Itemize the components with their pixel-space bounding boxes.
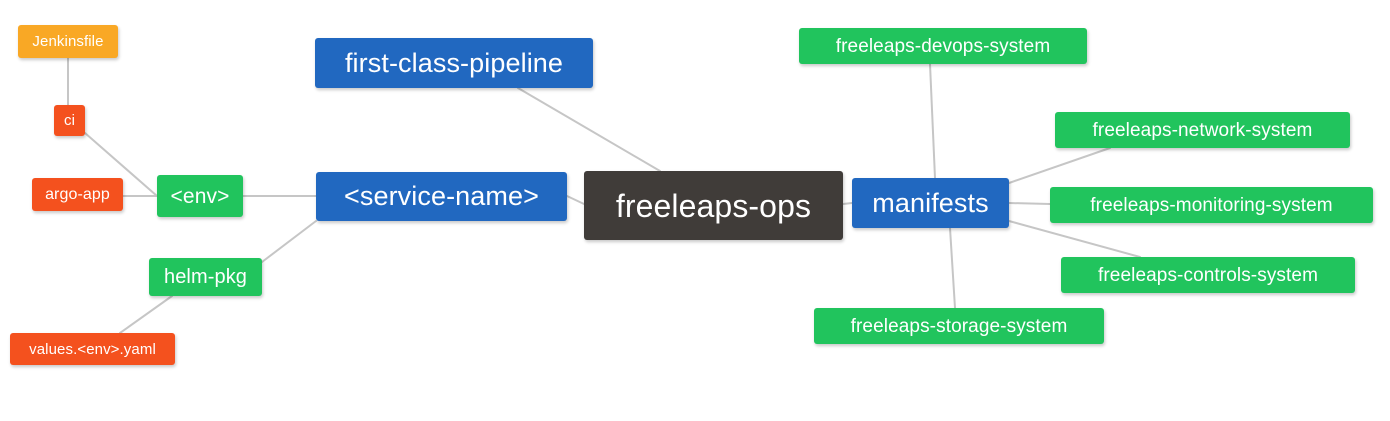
mindmap-node-freeleaps-devops-system[interactable]: freeleaps-devops-system <box>799 28 1087 64</box>
edge-manifests-to-freeleaps-controls-system <box>1008 220 1141 258</box>
mindmap-node-freeleaps-controls-system[interactable]: freeleaps-controls-system <box>1061 257 1355 293</box>
edge-manifests-to-freeleaps-storage-system <box>949 227 956 309</box>
mindmap-node-freeleaps-network-system[interactable]: freeleaps-network-system <box>1055 112 1350 148</box>
mindmap-node-label-freeleaps-monitoring-system: freeleaps-monitoring-system <box>1090 194 1333 216</box>
mindmap-node-ci[interactable]: ci <box>54 105 85 136</box>
mindmap-node-label-freeleaps-devops-system: freeleaps-devops-system <box>835 35 1051 57</box>
mindmap-node-env[interactable]: <env> <box>157 175 243 217</box>
mindmap-node-label-env: <env> <box>170 184 230 208</box>
edge-manifests-to-freeleaps-monitoring-system <box>1008 202 1051 205</box>
mindmap-node-freeleaps-storage-system[interactable]: freeleaps-storage-system <box>814 308 1104 344</box>
mindmap-node-label-ci: ci <box>63 112 76 129</box>
edge-helm-pkg-to-values-env-yaml <box>119 295 173 334</box>
edge-manifests-to-freeleaps-devops-system <box>929 63 936 179</box>
mindmap-node-label-values-env-yaml: values.<env>.yaml <box>29 340 156 358</box>
mindmap-node-label-first-class-pipeline: first-class-pipeline <box>344 47 564 78</box>
mindmap-node-label-freeleaps-storage-system: freeleaps-storage-system <box>850 315 1068 337</box>
mindmap-node-label-helm-pkg: helm-pkg <box>163 266 248 288</box>
mindmap-node-label-freeleaps-controls-system: freeleaps-controls-system <box>1097 264 1319 286</box>
edge-manifests-to-freeleaps-network-system <box>1008 147 1111 184</box>
mindmap-node-label-jenkinsfile: Jenkinsfile <box>32 33 104 50</box>
mindmap-node-manifests[interactable]: manifests <box>852 178 1009 228</box>
mindmap-node-label-freeleaps-network-system: freeleaps-network-system <box>1092 119 1313 141</box>
mindmap-node-label-freeleaps-ops: freeleaps-ops <box>615 187 812 224</box>
mindmap-node-freeleaps-ops[interactable]: freeleaps-ops <box>584 171 843 240</box>
mindmap-node-first-class-pipeline[interactable]: first-class-pipeline <box>315 38 593 88</box>
mindmap-node-helm-pkg[interactable]: helm-pkg <box>149 258 262 296</box>
edge-first-class-pipeline-to-freeleaps-ops <box>517 87 661 172</box>
mindmap-node-values-env-yaml[interactable]: values.<env>.yaml <box>10 333 175 365</box>
mindmap-node-label-manifests: manifests <box>872 187 989 218</box>
edge-service-name-to-freeleaps-ops <box>566 195 585 205</box>
mindmap-node-argo-app[interactable]: argo-app <box>32 178 123 211</box>
mindmap-node-service-name[interactable]: <service-name> <box>316 172 567 221</box>
mindmap-node-jenkinsfile[interactable]: Jenkinsfile <box>18 25 118 58</box>
mindmap-node-label-service-name: <service-name> <box>344 181 539 211</box>
mindmap-node-label-argo-app: argo-app <box>45 185 110 203</box>
mindmap-node-freeleaps-monitoring-system[interactable]: freeleaps-monitoring-system <box>1050 187 1373 223</box>
edge-freeleaps-ops-to-manifests <box>842 202 853 205</box>
edge-service-name-to-helm-pkg <box>261 220 317 263</box>
